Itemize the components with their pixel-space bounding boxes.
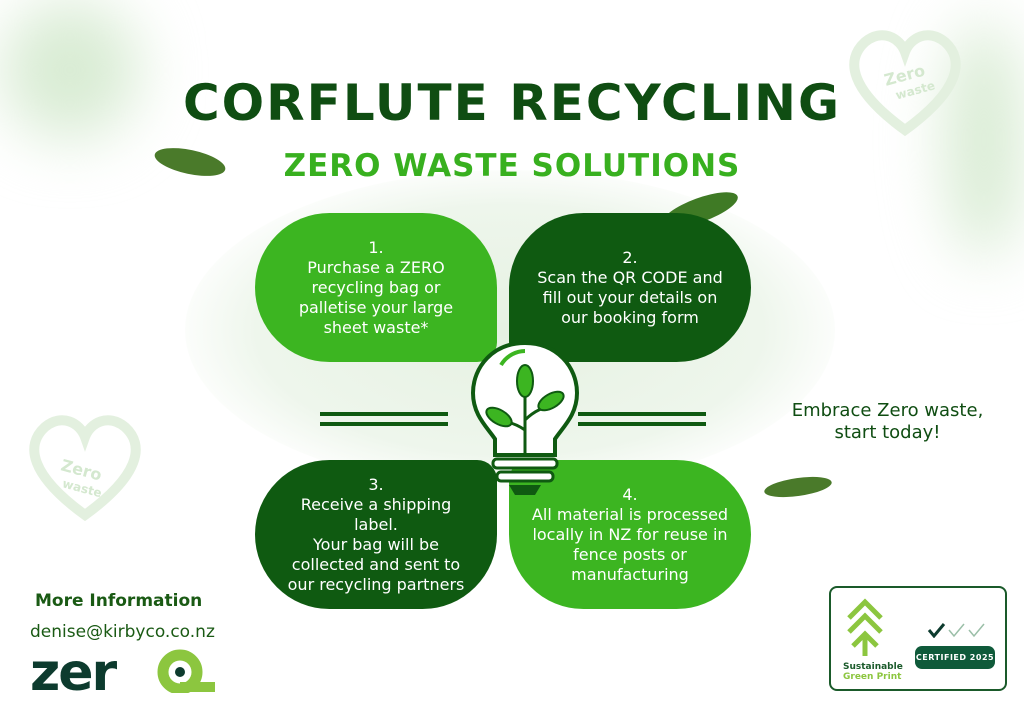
more-information-heading: More Information	[35, 591, 203, 611]
checkmarks-icon	[927, 623, 985, 638]
contact-email[interactable]: denise@kirbyco.co.nz	[30, 622, 215, 642]
certified-badge: CERTIFIED 2025	[915, 646, 995, 669]
leaf-icon	[154, 148, 226, 176]
zero-logo: zer	[30, 648, 215, 693]
page-subtitle: ZERO WASTE SOLUTIONS	[283, 148, 741, 184]
step-2-card: 2. Scan the QR CODE and fill out your de…	[509, 213, 751, 362]
divider-left	[320, 412, 448, 426]
lightbulb-plant-icon	[470, 340, 580, 495]
step-4-card: 4. All material is processed locally in …	[509, 460, 751, 609]
step-1-card: 1. Purchase a ZERO recycling bag or pall…	[255, 213, 497, 362]
tree-logo-icon	[847, 598, 883, 656]
corner-glow	[0, 0, 140, 140]
svg-text:zer: zer	[30, 648, 118, 693]
leaf-icon	[764, 476, 832, 498]
step-3-card: 3. Receive a shipping label. Your bag wi…	[255, 460, 497, 609]
heart-zero-waste-icon: Zero waste	[849, 30, 961, 137]
page-title: CORFLUTE RECYCLING	[182, 74, 842, 132]
slogan: Embrace Zero waste, start today!	[791, 400, 984, 443]
divider-right	[578, 412, 706, 426]
heart-zero-waste-icon: Zero waste	[29, 415, 141, 522]
